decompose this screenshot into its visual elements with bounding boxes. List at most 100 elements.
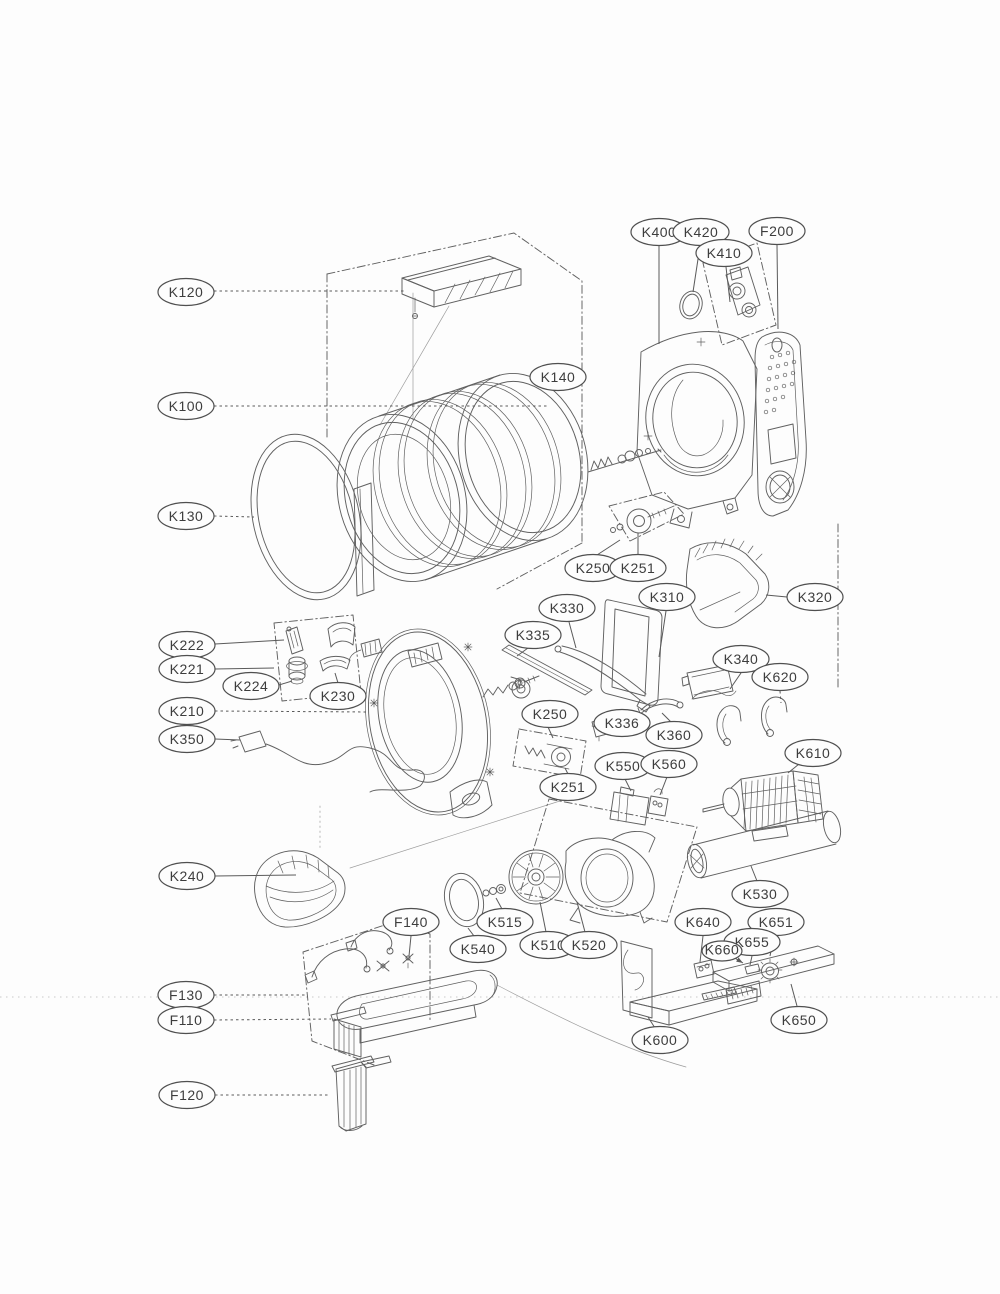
duct-frame-art xyxy=(600,599,663,706)
air-guide-art xyxy=(254,850,346,928)
label-text: K250 xyxy=(533,706,568,722)
label-text: K330 xyxy=(550,600,585,616)
label-oval xyxy=(157,501,215,531)
label-text: K222 xyxy=(170,637,205,653)
label-oval xyxy=(222,671,280,701)
part-label-F140-31: F140 xyxy=(382,907,440,957)
label-text: K655 xyxy=(735,934,770,950)
label-text: K251 xyxy=(551,779,586,795)
leader-line xyxy=(725,266,731,303)
part-label-K400-4: K400 xyxy=(630,217,688,344)
leader-line xyxy=(576,901,586,933)
leader-line xyxy=(516,647,529,657)
part-label-K251-27: K251 xyxy=(539,767,597,802)
label-oval xyxy=(158,1080,216,1110)
label-oval xyxy=(449,934,507,964)
part-label-F200-7: F200 xyxy=(748,216,806,330)
leader-line xyxy=(214,667,275,670)
base-rail-art xyxy=(330,969,498,1058)
idler-pulley-art xyxy=(524,743,573,770)
part-label-K640-36: K640 xyxy=(674,907,732,963)
label-text: K540 xyxy=(461,941,496,957)
power-cord-art xyxy=(230,730,425,793)
heater-assembly-art xyxy=(401,255,522,319)
label-text: K221 xyxy=(170,661,205,677)
label-text: K600 xyxy=(643,1032,678,1048)
label-oval xyxy=(593,708,651,738)
label-oval xyxy=(731,879,789,909)
label-text: K400 xyxy=(642,224,677,240)
front-panel-art xyxy=(348,628,495,819)
label-text: K651 xyxy=(759,914,794,930)
leader-line xyxy=(729,672,742,690)
label-oval xyxy=(712,644,770,674)
part-label-K350-21: K350 xyxy=(158,724,241,754)
label-text: K660 xyxy=(705,942,740,958)
part-label-K336-23: K336 xyxy=(593,708,651,738)
label-oval xyxy=(640,749,698,779)
leader-line xyxy=(214,874,297,877)
leader-line xyxy=(779,690,782,704)
label-oval xyxy=(695,238,753,268)
label-oval xyxy=(382,907,440,937)
part-label-K230-19: K230 xyxy=(309,672,367,711)
drum-art xyxy=(336,372,589,583)
part-label-K520-35: K520 xyxy=(560,901,618,960)
belt-bar-art xyxy=(482,644,593,699)
label-oval xyxy=(504,620,562,650)
label-oval xyxy=(158,654,216,684)
leader-line xyxy=(495,897,503,910)
label-text: K224 xyxy=(234,678,269,694)
label-oval xyxy=(645,720,703,750)
leader-line xyxy=(749,955,753,966)
bracket-box-art xyxy=(681,664,734,700)
label-oval xyxy=(158,696,216,726)
part-label-K120-0: K120 xyxy=(157,277,405,307)
label-text: K336 xyxy=(605,715,640,731)
leader-line xyxy=(214,639,285,645)
drum-assembly-enclosure xyxy=(326,232,583,590)
part-label-K250-8: K250 xyxy=(564,539,622,583)
part-label-K224-18: K224 xyxy=(222,671,293,701)
label-text: F200 xyxy=(760,223,794,239)
part-label-K335-13: K335 xyxy=(504,620,562,657)
label-text: F110 xyxy=(170,1012,203,1028)
leader-line xyxy=(790,983,798,1007)
part-label-K140-3: K140 xyxy=(529,362,587,392)
rear-duct-art xyxy=(754,331,807,517)
leader-line xyxy=(213,1018,332,1021)
part-label-K610-28: K610 xyxy=(784,738,842,774)
label-text: K610 xyxy=(796,745,831,761)
label-oval xyxy=(786,582,844,612)
label-oval xyxy=(560,930,618,960)
label-text: K251 xyxy=(621,560,656,576)
blower-parts-art xyxy=(443,831,656,928)
label-oval xyxy=(157,1005,215,1035)
label-text: K240 xyxy=(170,868,205,884)
label-oval xyxy=(158,861,216,891)
part-label-K222-16: K222 xyxy=(158,630,285,660)
leader-line xyxy=(765,594,788,598)
label-text: K310 xyxy=(650,589,685,605)
control-bracket-art xyxy=(609,786,669,826)
label-oval xyxy=(539,772,597,802)
leader-line xyxy=(661,712,672,723)
label-text: K420 xyxy=(684,224,719,240)
label-text: K510 xyxy=(531,937,566,953)
leader-line xyxy=(699,935,704,963)
part-label-F120-44: F120 xyxy=(158,1080,330,1110)
pedestal-art xyxy=(331,1055,392,1132)
part-label-K330-12: K330 xyxy=(538,593,596,649)
label-text: K520 xyxy=(572,937,607,953)
label-text: K100 xyxy=(169,398,204,414)
part-label-K600-41: K600 xyxy=(631,1016,689,1055)
part-label-K340-14: K340 xyxy=(712,644,770,690)
label-oval xyxy=(631,1025,689,1055)
part-label-K515-32: K515 xyxy=(476,897,534,937)
label-oval xyxy=(538,593,596,623)
part-label-K210-20: K210 xyxy=(158,696,370,726)
label-oval xyxy=(521,699,579,729)
label-text: F120 xyxy=(170,1087,204,1103)
drum-shaft-art xyxy=(587,448,662,473)
